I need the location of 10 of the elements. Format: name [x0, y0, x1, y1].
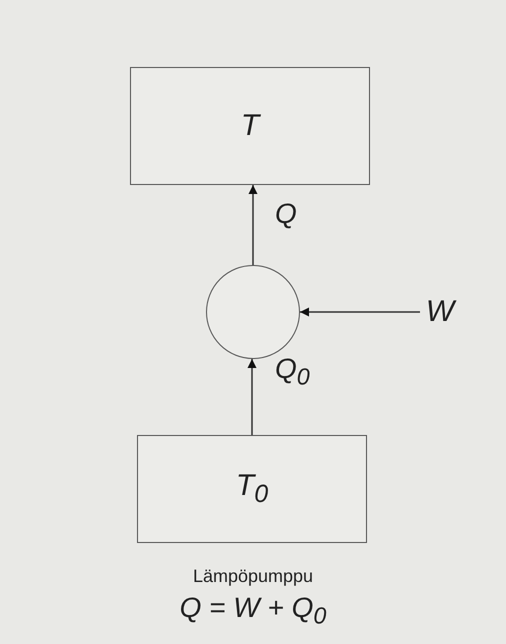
caption-text: Lämpöpumppu	[192, 566, 314, 587]
process-box	[130, 67, 370, 185]
arrow	[248, 359, 256, 435]
node-label: T	[240, 109, 260, 143]
node-label: W	[426, 295, 454, 329]
formula: Q = W + Q$_{0}$	[178, 592, 328, 630]
process-box	[137, 435, 367, 543]
arrow	[300, 308, 420, 316]
arrow	[248, 185, 258, 265]
node-label: T$_{0}$	[236, 469, 268, 509]
